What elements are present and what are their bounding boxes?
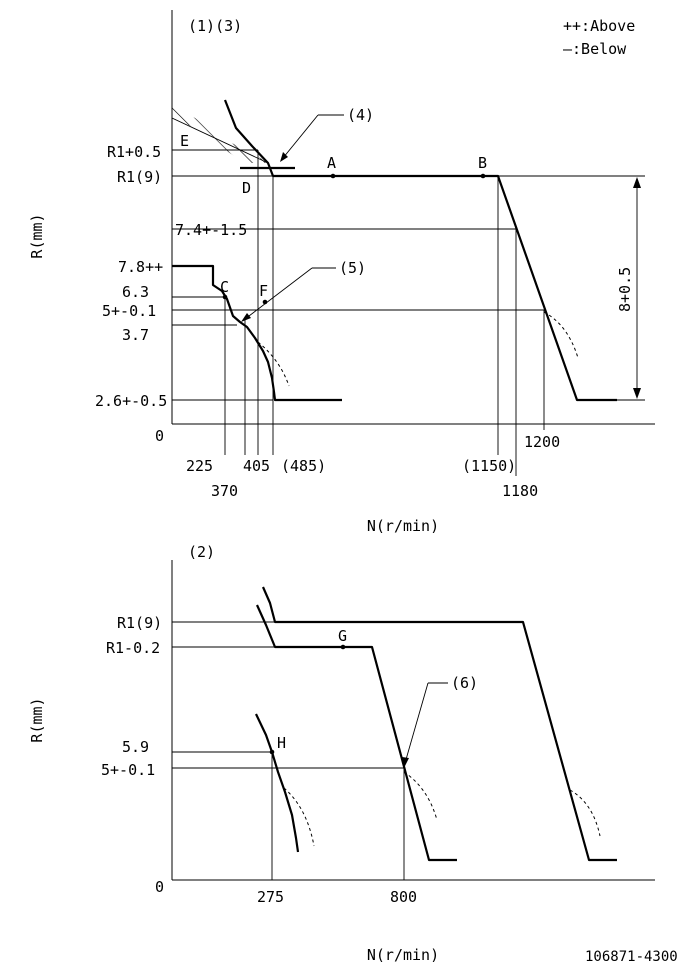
xlabel-1180: 1180 xyxy=(502,482,538,500)
point-b-label: B xyxy=(478,154,487,172)
xlabel-b-275: 275 xyxy=(257,888,284,906)
point-h-dot xyxy=(269,749,275,755)
xlabel-485: (485) xyxy=(281,457,326,475)
point-d-label: D xyxy=(242,179,251,197)
point-g-label: G xyxy=(338,627,347,645)
dimension-arrow-bottom xyxy=(633,388,641,399)
bottom-origin: 0 xyxy=(155,878,164,896)
idle-curve-bottom xyxy=(255,713,300,853)
point-h-label: H xyxy=(277,734,286,752)
max-speed-curve xyxy=(261,586,617,862)
ylabel-63: 6.3 xyxy=(122,283,149,301)
top-ylabel: R(mm) xyxy=(28,213,46,258)
ylabel-b-59: 5.9 xyxy=(122,738,149,756)
point-e-label: E xyxy=(180,132,189,150)
top-xlabel: N(r/min) xyxy=(367,517,439,535)
callout-6-arrow xyxy=(402,757,409,768)
ylabel-74: 7.4+-1.5 xyxy=(175,221,247,239)
ylabel-b-5: 5+-0.1 xyxy=(101,761,155,779)
point-a-label: A xyxy=(327,154,336,172)
top-chart: (1)(3) ++:Above —:Below 0 R(mm) N(r/min) xyxy=(28,10,655,535)
point-g-dot xyxy=(340,644,346,650)
ylabel-b-r19: R1(9) xyxy=(117,614,162,632)
reduced-speed-curve xyxy=(255,604,457,862)
xlabel-b-800: 800 xyxy=(390,888,417,906)
callout-4-arrow xyxy=(280,152,288,162)
drawing-number: 106871-4300 xyxy=(585,949,678,965)
ylabel-r19: R1(9) xyxy=(117,168,162,186)
bottom-xlabel: N(r/min) xyxy=(367,946,439,964)
ylabel-5: 5+-0.1 xyxy=(102,302,156,320)
point-c-dot xyxy=(222,294,228,300)
top-origin: 0 xyxy=(155,427,164,445)
mid-dashed-bottom xyxy=(403,771,438,821)
xlabel-225: 225 xyxy=(186,457,213,475)
hatched-stop-area xyxy=(172,105,270,163)
callout-5-leader xyxy=(244,267,313,320)
callout-4-leader xyxy=(282,114,319,159)
xlabel-370: 370 xyxy=(211,482,238,500)
top-header: (1)(3) xyxy=(188,17,242,35)
bottom-chart: (2) 0 R(mm) N(r/min) R1(9) R1-0.2 5.9 5+… xyxy=(28,543,655,964)
ylabel-r1p05: R1+0.5 xyxy=(107,143,161,161)
idle-dashed-curve xyxy=(257,341,290,387)
point-b-dot xyxy=(480,173,486,179)
full-load-curve xyxy=(223,99,617,402)
callout-6-leader xyxy=(404,682,429,764)
xlabel-405: 405 xyxy=(243,457,270,475)
dimension-arrow-top xyxy=(633,177,641,188)
legend-below: —:Below xyxy=(563,40,627,58)
callout-4-label: (4) xyxy=(347,106,374,124)
point-c-label: C xyxy=(220,278,229,296)
idle-curve xyxy=(172,264,342,402)
ylabel-26: 2.6+-0.5 xyxy=(95,392,167,410)
ylabel-78: 7.8++ xyxy=(118,258,163,276)
callout-5-label: (5) xyxy=(339,259,366,277)
bottom-ylabel: R(mm) xyxy=(28,697,46,742)
point-f-label: F xyxy=(259,282,268,300)
ylabel-37: 3.7 xyxy=(122,326,149,344)
xlabel-1150: (1150) xyxy=(462,457,516,475)
ylabel-b-r1m02: R1-0.2 xyxy=(106,639,160,657)
dimension-label: 8+0.5 xyxy=(616,267,634,312)
bottom-header: (2) xyxy=(188,543,215,561)
point-a-dot xyxy=(330,173,336,179)
legend-above: ++:Above xyxy=(563,17,635,35)
xlabel-1200: 1200 xyxy=(524,433,560,451)
max-dashed-bottom xyxy=(569,789,601,837)
idle-dashed-bottom xyxy=(283,787,315,847)
callout-6-label: (6) xyxy=(451,674,478,692)
hatch-boundary xyxy=(171,117,269,164)
callout-5-arrow xyxy=(241,313,251,322)
